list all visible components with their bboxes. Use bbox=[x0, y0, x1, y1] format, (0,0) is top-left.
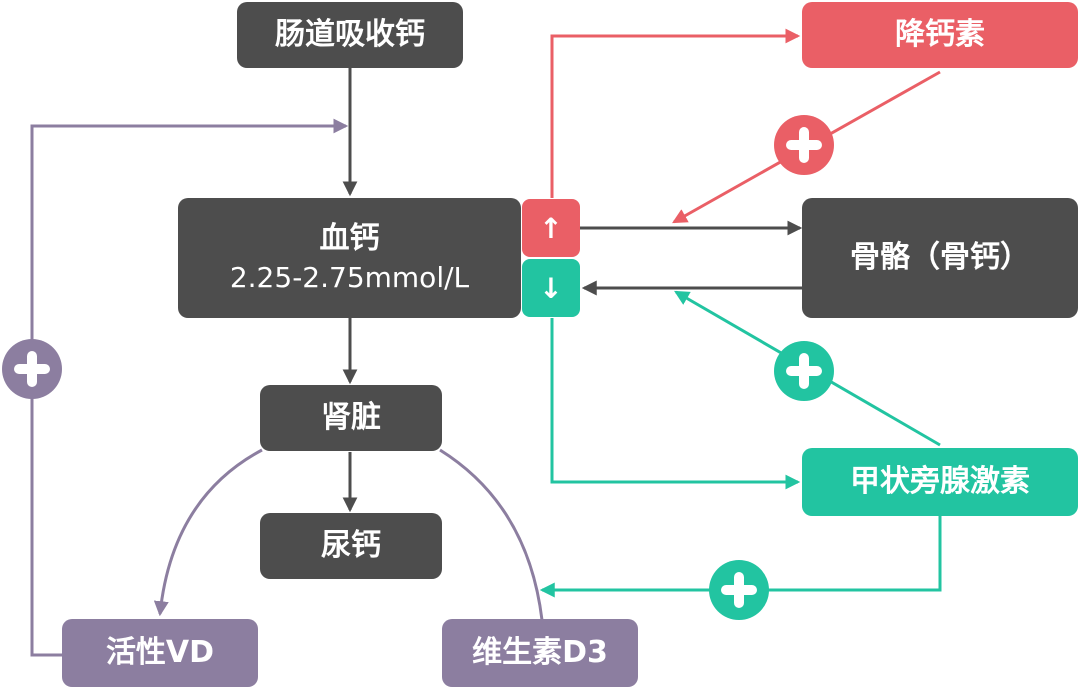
node-parathyroid-hormone: 甲状旁腺激素 bbox=[802, 448, 1078, 516]
node-calcitonin: 降钙素 bbox=[802, 2, 1078, 68]
arc-kidney-to-vitamin-d3 bbox=[439, 448, 544, 621]
node-urine-calcium: 尿钙 bbox=[260, 513, 442, 579]
node-label: 骨骼（骨钙） bbox=[850, 239, 1030, 275]
decrease-indicator: ↓ bbox=[522, 259, 580, 317]
arrow-up-to-calcitonin bbox=[550, 28, 801, 198]
node-kidney: 肾脏 bbox=[260, 385, 442, 451]
arrow-down-icon: ↓ bbox=[539, 271, 563, 305]
node-blood-calcium: 血钙 2.25-2.75mmol/L bbox=[178, 198, 521, 318]
plus-circle-icon bbox=[774, 341, 834, 401]
arrow-kidney-to-active-vd bbox=[153, 448, 263, 617]
plus-circle-icon bbox=[709, 560, 769, 620]
blood-calcium-range: 2.25-2.75mmol/L bbox=[229, 261, 470, 295]
node-active-vd: 活性VD bbox=[62, 619, 258, 687]
node-label: 血钙 bbox=[319, 220, 380, 256]
node-label: 甲状旁腺激素 bbox=[850, 463, 1030, 499]
arrow-pth-to-vitamin-d3 bbox=[539, 514, 942, 598]
node-label: 活性VD bbox=[105, 634, 215, 670]
node-bone: 骨骼（骨钙） bbox=[802, 198, 1078, 318]
node-label: 维生素D3 bbox=[472, 634, 608, 670]
arrow-down-to-pth bbox=[550, 318, 801, 490]
node-label: 肾脏 bbox=[321, 399, 381, 435]
node-label: 尿钙 bbox=[321, 527, 381, 563]
node-intestinal-absorption: 肠道吸收钙 bbox=[237, 2, 463, 68]
node-label: 降钙素 bbox=[895, 16, 985, 52]
plus-circle-icon bbox=[2, 339, 62, 399]
arrow-up-icon: ↑ bbox=[539, 211, 563, 245]
increase-indicator: ↑ bbox=[522, 199, 580, 257]
node-vitamin-d3: 维生素D3 bbox=[442, 619, 638, 687]
plus-circle-icon bbox=[774, 115, 834, 175]
node-label: 肠道吸收钙 bbox=[275, 16, 425, 52]
